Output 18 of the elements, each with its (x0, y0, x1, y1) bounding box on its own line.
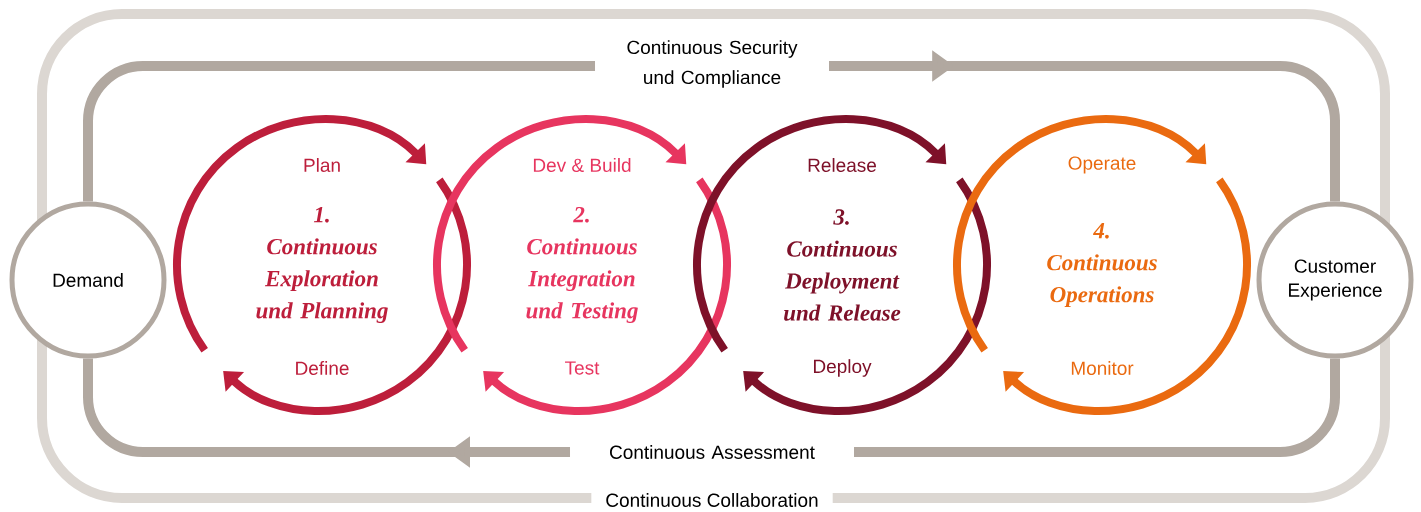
step-label: Operate (1068, 156, 1136, 174)
stage-title: 1. Continuous Exploration und Planning (256, 206, 388, 324)
step-label: Dev & Build (533, 158, 631, 172)
step-label: Define (296, 361, 349, 375)
circle-node: Customer Experience (1256, 201, 1414, 359)
stage-title: 4. Continuous Operations (1047, 223, 1157, 307)
node-label: Customer Experience (1289, 259, 1382, 301)
edge-label: Continuous Assessment (570, 441, 854, 463)
step-label: Monitor (1071, 361, 1134, 375)
step-label: Plan (304, 158, 340, 172)
step-label: Test (565, 361, 600, 375)
step-label: Deploy (814, 359, 872, 377)
loop-label: Continuous Collaboration (591, 489, 833, 511)
stage-title: 2. Continuous Integration und Testing (526, 206, 638, 324)
stage-title: 3. Continuous Deployment und Release (784, 209, 901, 321)
circle-node: Demand (9, 201, 167, 359)
edge-label: Continuous Security und Compliance (595, 36, 829, 92)
step-label: Release (808, 158, 876, 172)
